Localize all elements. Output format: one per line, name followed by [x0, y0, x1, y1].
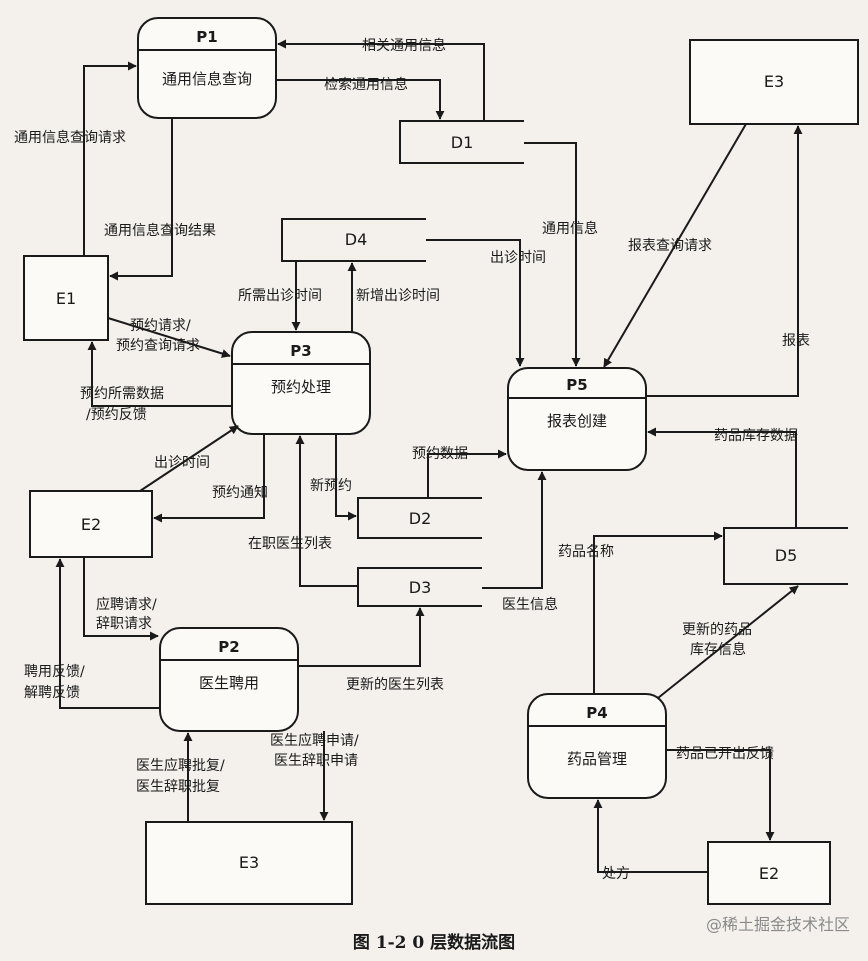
- store-d4: D4: [281, 218, 426, 262]
- entity-e3-top-label: E3: [764, 72, 784, 91]
- label-drug-name: 药品名称: [558, 544, 614, 560]
- entity-e1-label: E1: [56, 289, 76, 308]
- label-hire-feedback-2: 解聘反馈: [24, 685, 80, 701]
- store-d1: D1: [399, 120, 524, 164]
- label-query-result: 通用信息查询结果: [104, 222, 216, 239]
- flow-updated-stock-arrow: [657, 585, 799, 699]
- entity-e2-left: E2: [29, 490, 153, 558]
- flow-staff-list-arrow: [295, 435, 358, 587]
- process-p4: P4 药品管理: [527, 693, 667, 799]
- process-p4-name: 药品管理: [567, 750, 627, 768]
- flow-report-query-arrow: [603, 123, 747, 368]
- process-p1: P1 通用信息查询: [137, 17, 277, 119]
- flow-report-arrow: [646, 125, 803, 397]
- label-booking-request-2: 预约查询请求: [116, 338, 200, 354]
- label-drug-feedback: 药品已开出反馈: [676, 746, 774, 762]
- label-new-booking: 新预约: [310, 478, 352, 494]
- process-p5-id: P5: [566, 376, 587, 394]
- process-p3: P3 预约处理: [231, 331, 371, 435]
- flow-drug-stock-arrow: [647, 427, 797, 528]
- label-prescription: 处方: [602, 866, 630, 882]
- entity-e2-right-label: E2: [759, 864, 779, 883]
- label-visit-time-e2: 出诊时间: [154, 455, 210, 471]
- label-general-info: 通用信息: [542, 220, 598, 237]
- flow-visit-time-d4-arrow: [426, 239, 525, 367]
- label-doctor-approve-2: 医生辞职批复: [136, 778, 220, 795]
- process-p3-name: 预约处理: [271, 378, 331, 396]
- label-doctor-apply-1: 医生应聘申请/: [270, 732, 359, 749]
- label-apply-2: 辞职请求: [96, 616, 152, 632]
- flow-prescription-arrow: [593, 799, 708, 873]
- process-p1-name: 通用信息查询: [162, 70, 252, 88]
- store-d2: D2: [357, 497, 482, 539]
- label-booking-data-1: 预约所需数据: [80, 386, 164, 402]
- label-related-info: 相关通用信息: [362, 37, 446, 54]
- process-p2-id: P2: [218, 638, 239, 656]
- label-booking-request-1: 预约请求/: [130, 318, 191, 334]
- flow-booking-data-arrow: [87, 341, 232, 407]
- process-p2-name: 医生聘用: [199, 674, 259, 692]
- flow-visit-time-e2-arrow: [139, 425, 239, 492]
- flow-booking-notice-arrow: [153, 434, 265, 523]
- label-drug-stock: 药品库存数据: [714, 428, 798, 444]
- entity-e3-bottom: E3: [145, 821, 353, 905]
- label-updated-stock-1: 更新的药品: [682, 622, 752, 638]
- process-p4-id: P4: [586, 704, 607, 722]
- label-search-info: 检索通用信息: [324, 76, 408, 93]
- label-doctor-info: 医生信息: [502, 596, 558, 613]
- flow-apply-arrow: [83, 557, 159, 641]
- flow-general-info-arrow: [524, 142, 581, 367]
- flow-hire-feedback-arrow: [55, 558, 160, 709]
- process-p5: P5 报表创建: [507, 367, 647, 471]
- entity-e2-right: E2: [707, 841, 831, 905]
- process-p2: P2 医生聘用: [159, 627, 299, 732]
- process-p5-name: 报表创建: [547, 412, 607, 430]
- entity-e2-left-label: E2: [81, 515, 101, 534]
- watermark: @稀土掘金技术社区: [706, 915, 850, 934]
- label-report: 报表: [782, 333, 810, 349]
- label-apply-1: 应聘请求/: [96, 596, 157, 613]
- store-d2-label: D2: [409, 509, 432, 528]
- flow-drug-feedback-arrow: [666, 749, 775, 841]
- flow-new-booking-arrow: [335, 434, 357, 521]
- label-report-query: 报表查询请求: [628, 238, 712, 254]
- flow-doctor-info-arrow: [482, 471, 547, 589]
- entity-e3-bottom-label: E3: [239, 853, 259, 872]
- flow-search-info-arrow: [276, 79, 445, 120]
- process-p1-id: P1: [196, 28, 217, 46]
- label-hire-feedback-1: 聘用反馈/: [24, 664, 85, 680]
- label-doctor-approve-1: 医生应聘批复/: [136, 757, 225, 774]
- store-d5: D5: [723, 527, 848, 585]
- flow-booking-store-arrow: [427, 449, 507, 498]
- label-staff-list: 在职医生列表: [248, 536, 332, 552]
- label-doctor-apply-2: 医生辞职申请: [274, 753, 358, 769]
- label-visit-time-d4: 出诊时间: [490, 250, 546, 266]
- label-updated-list: 更新的医生列表: [346, 677, 444, 693]
- flow-updated-list-arrow: [298, 607, 425, 667]
- store-d4-label: D4: [345, 230, 368, 249]
- flow-labels: 相关通用信息 检索通用信息 通用信息查询请求 通用信息查询结果 通用信息 出诊时…: [14, 37, 810, 882]
- label-booking-data-2: /预约反馈: [86, 407, 147, 423]
- flow-related-info-arrow: [277, 39, 485, 121]
- label-query-request: 通用信息查询请求: [14, 129, 126, 146]
- label-booking-data: 预约数据: [412, 446, 468, 462]
- flow-query-request-arrow: [83, 61, 137, 256]
- entity-e3-top: E3: [689, 39, 859, 125]
- label-updated-stock-2: 库存信息: [690, 641, 746, 658]
- label-new-time: 新增出诊时间: [356, 288, 440, 304]
- figure-caption: 图 1-2 0 层数据流图: [353, 932, 515, 953]
- flow-lines: [55, 39, 803, 873]
- flow-drug-name-arrow: [593, 531, 723, 694]
- entity-e1: E1: [23, 255, 109, 341]
- process-p3-id: P3: [290, 342, 311, 360]
- store-d5-label: D5: [775, 546, 798, 565]
- label-required-time: 所需出诊时间: [238, 288, 322, 304]
- store-d3-label: D3: [409, 578, 432, 597]
- store-d1-label: D1: [451, 133, 474, 152]
- flow-booking-request-arrow: [107, 317, 231, 358]
- store-d3: D3: [357, 567, 482, 607]
- flow-query-result-arrow: [109, 118, 173, 281]
- label-booking-notice: 预约通知: [212, 484, 268, 501]
